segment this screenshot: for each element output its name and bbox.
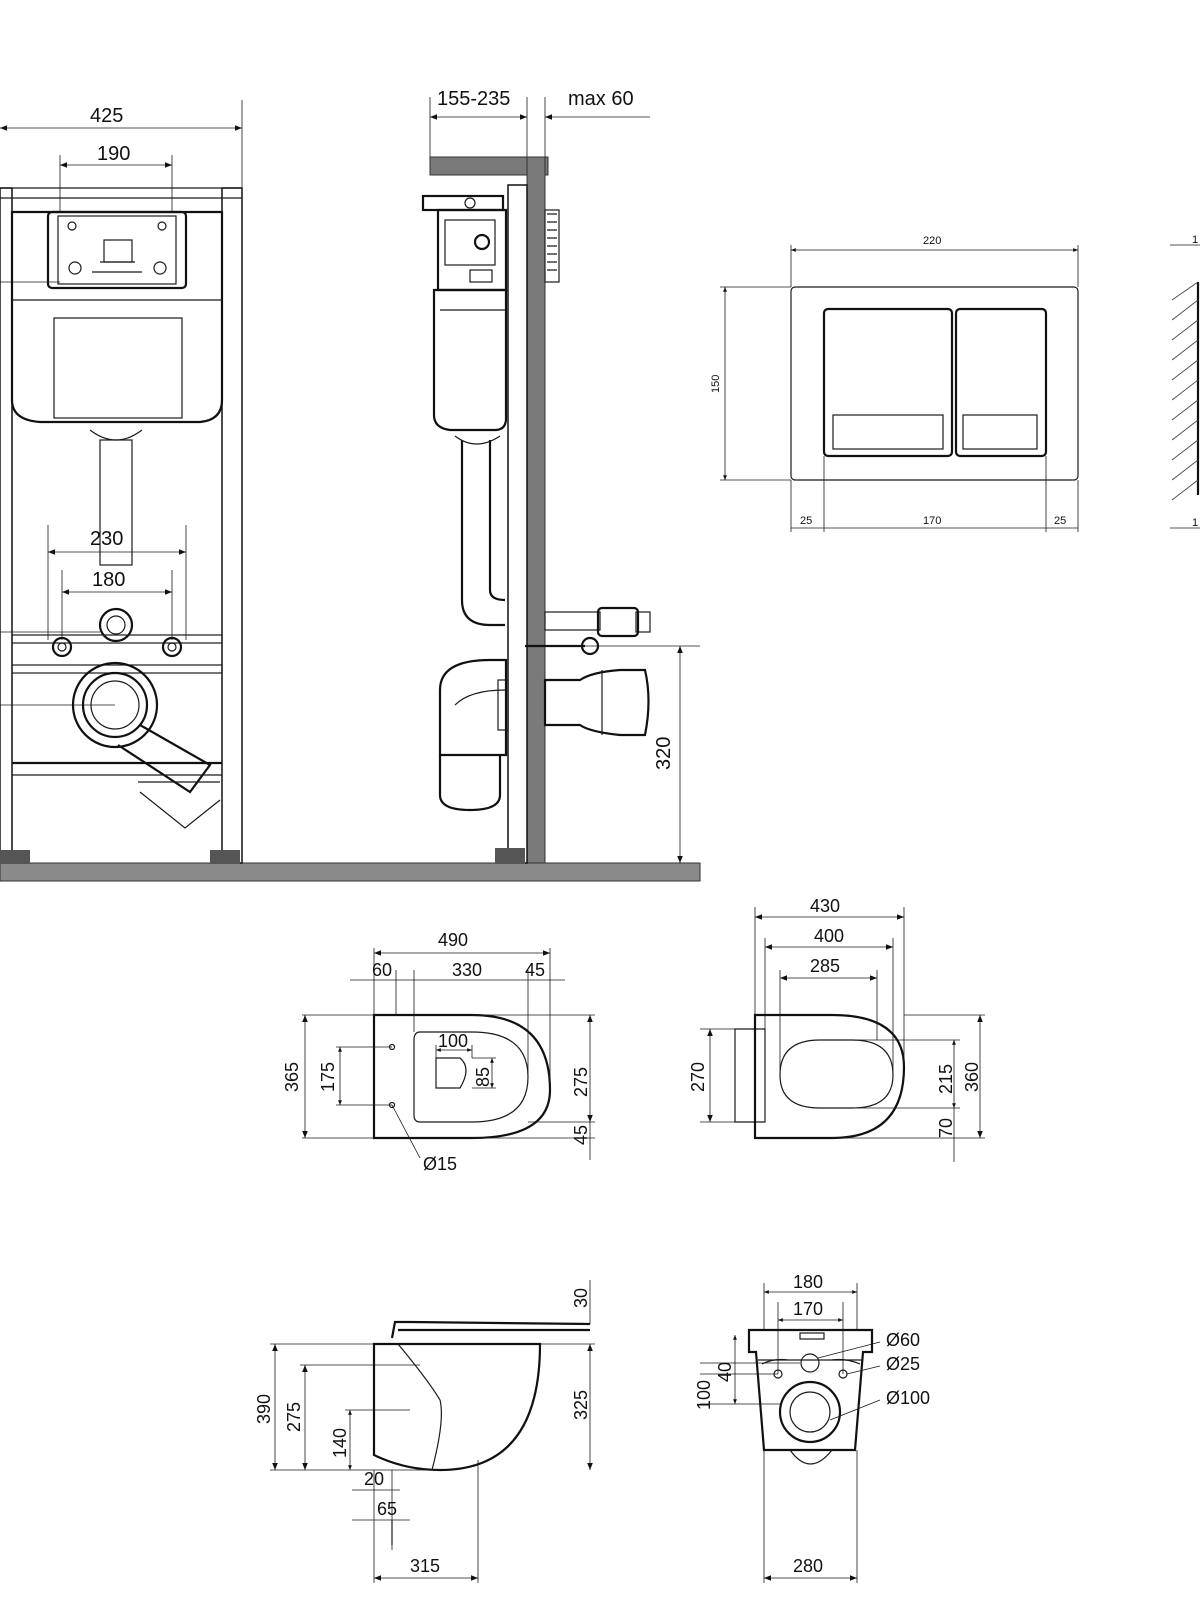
dim-side-315: 315 xyxy=(410,1556,440,1576)
dim-back-40: 40 xyxy=(715,1362,735,1382)
frame-side-view: 155-235 max 60 320 xyxy=(421,88,700,864)
dim-seat-360: 360 xyxy=(962,1062,982,1092)
dim-side-65: 65 xyxy=(377,1499,397,1519)
dim-frame-depth: 155-235 xyxy=(437,88,510,110)
dim-back-280: 280 xyxy=(793,1556,823,1576)
dim-bowl-490: 490 xyxy=(438,930,468,950)
dim-back-dia100: Ø100 xyxy=(886,1388,930,1408)
dim-bowl-hole: Ø15 xyxy=(423,1154,457,1174)
dim-seat-270: 270 xyxy=(688,1062,708,1092)
dim-inner-span: 180 xyxy=(92,569,125,591)
dim-seat-70: 70 xyxy=(936,1118,956,1138)
dim-plate-170: 170 xyxy=(923,515,941,527)
dim-side-140: 140 xyxy=(330,1428,350,1458)
dim-wall-max: max 60 xyxy=(568,88,634,110)
dim-back-dia25: Ø25 xyxy=(886,1354,920,1374)
bowl-side-view: 390 275 140 325 30 20 65 315 xyxy=(254,1280,595,1583)
dim-plate-edge-top: 1 xyxy=(1192,234,1198,246)
dim-side-20: 20 xyxy=(364,1469,384,1489)
dim-side-275: 275 xyxy=(284,1402,304,1432)
dim-bowl-85: 85 xyxy=(473,1067,493,1087)
dim-plate-25-right: 25 xyxy=(1054,515,1066,527)
dim-seat-215: 215 xyxy=(936,1064,956,1094)
dim-frame-width: 425 xyxy=(90,105,123,127)
flush-plate-view: 220 150 25 170 25 1 1 xyxy=(710,234,1200,532)
frame-front-view: 425 190 230 180 xyxy=(0,100,701,882)
dim-back-dia60: Ø60 xyxy=(886,1330,920,1350)
dim-bowl-45: 45 xyxy=(525,960,545,980)
plate-profile-hatch: 1 1 xyxy=(1170,234,1200,529)
dim-seat-285: 285 xyxy=(810,956,840,976)
dim-side-30: 30 xyxy=(571,1288,591,1308)
dim-plate-25-left: 25 xyxy=(800,515,812,527)
dim-bowl-275: 275 xyxy=(571,1067,591,1097)
bowl-top-view: 365 175 490 60 330 45 100 85 275 45 Ø15 xyxy=(282,930,595,1174)
dim-plate-edge-bottom: 1 xyxy=(1192,517,1198,529)
dim-side-325: 325 xyxy=(571,1390,591,1420)
dim-plate-150: 150 xyxy=(710,375,722,393)
dim-seat-400: 400 xyxy=(814,926,844,946)
dim-outlet-height: 320 xyxy=(653,737,675,770)
dim-seat-430: 430 xyxy=(810,896,840,916)
dim-bowl-365: 365 xyxy=(282,1062,302,1092)
dim-outer-span: 230 xyxy=(90,528,123,550)
dim-bowl-45b: 45 xyxy=(571,1125,591,1145)
dim-bowl-100: 100 xyxy=(438,1031,468,1051)
dim-back-180: 180 xyxy=(793,1272,823,1292)
dim-plate-220: 220 xyxy=(923,235,941,247)
dim-bowl-330: 330 xyxy=(452,960,482,980)
dim-bowl-175: 175 xyxy=(318,1062,338,1092)
bowl-back-view: 180 170 100 40 Ø60 Ø25 Ø100 280 xyxy=(694,1272,930,1583)
dim-back-170: 170 xyxy=(793,1299,823,1319)
seat-top-view: 430 400 285 270 215 360 70 xyxy=(688,896,985,1162)
dim-back-100: 100 xyxy=(694,1380,714,1410)
dim-plate-width: 190 xyxy=(97,143,130,165)
dim-bowl-60: 60 xyxy=(372,960,392,980)
dim-side-390: 390 xyxy=(254,1394,274,1424)
